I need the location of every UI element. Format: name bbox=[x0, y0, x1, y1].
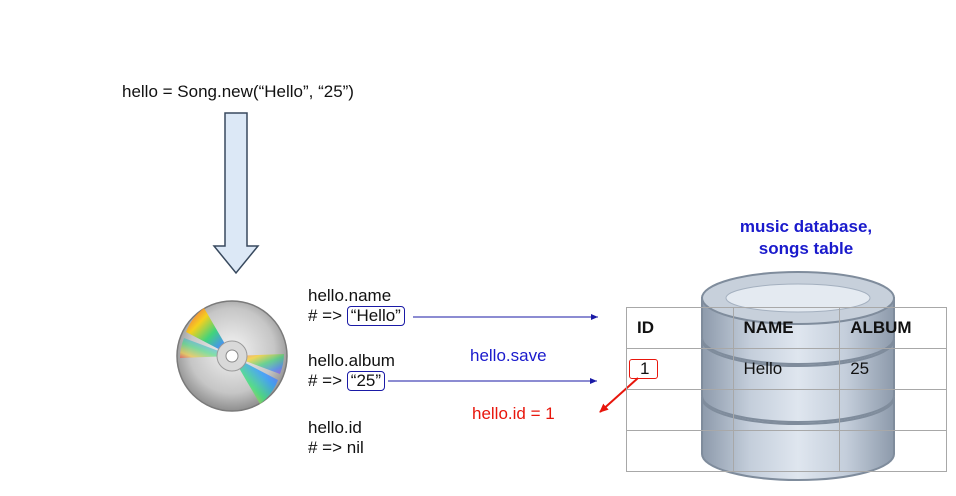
table-header-row: ID NAME ALBUM bbox=[626, 307, 947, 349]
table-cell-album bbox=[839, 389, 947, 431]
table-cell-id bbox=[626, 430, 734, 472]
name-call-text: hello.name bbox=[308, 286, 392, 305]
album-result-line: # => “25” bbox=[308, 371, 386, 391]
id-assignment-label: hello.id = 1 bbox=[472, 404, 555, 423]
constructor-code: hello = Song.new(“Hello”, “25”) bbox=[122, 82, 354, 101]
name-result-line: # => “Hello” bbox=[308, 306, 405, 326]
database-title: music database, songs table bbox=[718, 216, 894, 260]
cd-disc-icon bbox=[176, 300, 288, 412]
table-cell-name bbox=[732, 389, 841, 431]
column-header-name: NAME bbox=[732, 307, 841, 349]
table-cell-album: 25 bbox=[839, 348, 947, 390]
id-value-box: 1 bbox=[629, 359, 659, 379]
album-call-text: hello.album bbox=[308, 351, 395, 370]
database-title-line1: music database, bbox=[739, 217, 873, 236]
down-arrow-icon bbox=[212, 112, 260, 275]
id-call-text: hello.id bbox=[308, 418, 362, 437]
table-cell-id bbox=[626, 389, 734, 431]
id-result-text: # => nil bbox=[308, 438, 364, 457]
column-header-album: ALBUM bbox=[839, 307, 947, 349]
name-value-box: “Hello” bbox=[346, 306, 405, 326]
table-cell-name: Hello bbox=[732, 348, 841, 390]
table-cell-id: 1 bbox=[626, 348, 734, 390]
table-row bbox=[626, 430, 947, 472]
name-result-prefix: # => bbox=[308, 306, 343, 325]
table-cell-album bbox=[839, 430, 947, 472]
album-result-prefix: # => bbox=[308, 371, 343, 390]
database-title-line2: songs table bbox=[758, 239, 854, 258]
table-row: 1 Hello 25 bbox=[626, 348, 947, 390]
songs-table: ID NAME ALBUM 1 Hello 25 bbox=[626, 307, 947, 472]
column-header-id: ID bbox=[626, 307, 734, 349]
table-cell-name bbox=[732, 430, 841, 472]
album-value-box: “25” bbox=[346, 371, 386, 391]
save-label: hello.save bbox=[470, 346, 547, 365]
table-row bbox=[626, 389, 947, 431]
